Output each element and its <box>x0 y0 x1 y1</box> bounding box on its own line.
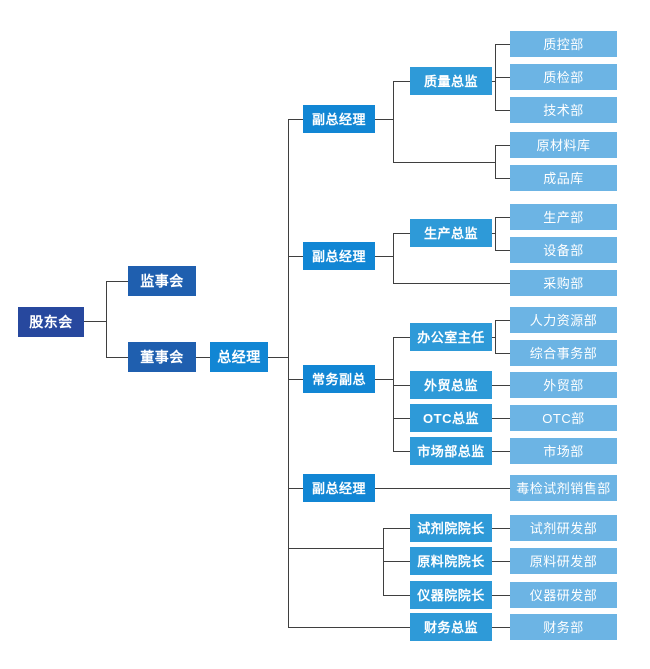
node-equipment-dept[interactable]: 设备部 <box>510 237 617 263</box>
edge-trunk-to-institutes <box>288 548 383 549</box>
node-reagent-rd-dept[interactable]: 试剂研发部 <box>510 515 617 541</box>
node-supervisory-board[interactable]: 监事会 <box>128 266 196 296</box>
node-vp-production[interactable]: 副总经理 <box>303 242 375 270</box>
edge-to-tech-dept <box>495 110 510 111</box>
node-general-manager[interactable]: 总经理 <box>210 342 268 372</box>
node-reagent-institute-dean[interactable]: 试剂院院长 <box>410 514 492 542</box>
edge-trunk-to-vp-toxicology <box>288 488 303 489</box>
node-office-director[interactable]: 办公室主任 <box>410 323 492 351</box>
node-production-dept[interactable]: 生产部 <box>510 204 617 230</box>
edge-to-marketing-director <box>393 451 410 452</box>
edge-to-marketing-dept <box>492 451 510 452</box>
edge-office-director-out <box>492 337 495 338</box>
node-instrument-institute-dean[interactable]: 仪器院院长 <box>410 581 492 609</box>
node-foreign-trade-dept[interactable]: 外贸部 <box>510 372 617 398</box>
edge-vp-quality-to-director <box>393 81 410 82</box>
node-otc-director[interactable]: OTC总监 <box>410 404 492 432</box>
node-quality-director[interactable]: 质量总监 <box>410 67 492 95</box>
node-material-institute-dean[interactable]: 原料院院长 <box>410 547 492 575</box>
edge-executive-vp-out <box>375 379 393 380</box>
node-hr-dept[interactable]: 人力资源部 <box>510 307 617 333</box>
edge-to-foreign-trade-director <box>393 385 410 386</box>
node-executive-vp[interactable]: 常务副总 <box>303 365 375 393</box>
edge-production-director-vertical <box>495 217 496 250</box>
edge-to-instrument-rd-dept <box>492 595 510 596</box>
node-qc-dept[interactable]: 质控部 <box>510 31 617 57</box>
node-qa-dept[interactable]: 质检部 <box>510 64 617 90</box>
edge-to-supervisory-board <box>106 281 128 282</box>
edge-vp-production-vertical <box>393 233 394 283</box>
edge-to-foreign-trade-dept <box>492 385 510 386</box>
node-purchasing-dept[interactable]: 采购部 <box>510 270 617 296</box>
edge-to-general-affairs-dept <box>495 353 510 354</box>
edge-shareholders-vertical <box>106 281 107 357</box>
node-vp-quality[interactable]: 副总经理 <box>303 105 375 133</box>
node-raw-material-warehouse[interactable]: 原材料库 <box>510 132 617 158</box>
edge-to-hr-dept <box>495 320 510 321</box>
edge-to-material-rd-dept <box>492 561 510 562</box>
node-toxicology-sales-dept[interactable]: 毒检试剂销售部 <box>510 475 617 501</box>
edge-to-qc-dept <box>495 44 510 45</box>
node-marketing-director[interactable]: 市场部总监 <box>410 437 492 465</box>
edge-warehouse-vertical <box>495 145 496 178</box>
edge-to-reagent-dean <box>383 528 410 529</box>
edge-vp-quality-vertical <box>393 81 394 162</box>
node-general-affairs-dept[interactable]: 综合事务部 <box>510 340 617 366</box>
edge-trunk-to-executive-vp <box>288 379 303 380</box>
edge-to-equipment-dept <box>495 250 510 251</box>
edge-executive-vp-vertical <box>393 337 394 451</box>
node-instrument-rd-dept[interactable]: 仪器研发部 <box>510 582 617 608</box>
node-foreign-trade-director[interactable]: 外贸总监 <box>410 371 492 399</box>
edge-to-board-of-directors <box>106 357 128 358</box>
edge-to-production-dept <box>495 217 510 218</box>
edge-vp-production-to-director <box>393 233 410 234</box>
node-finished-goods-warehouse[interactable]: 成品库 <box>510 165 617 191</box>
edge-vp-production-out <box>375 256 393 257</box>
edge-to-instrument-dean <box>383 595 410 596</box>
node-production-director[interactable]: 生产总监 <box>410 219 492 247</box>
edge-to-material-dean <box>383 561 410 562</box>
edge-trunk-to-vp-production <box>288 256 303 257</box>
node-board-of-directors[interactable]: 董事会 <box>128 342 196 372</box>
edge-vp-quality-out <box>375 119 393 120</box>
edge-to-otc-dept <box>492 418 510 419</box>
edge-vp-production-to-purchasing <box>393 283 510 284</box>
main-trunk-vertical <box>288 119 289 627</box>
node-tech-dept[interactable]: 技术部 <box>510 97 617 123</box>
edge-trunk-to-finance <box>288 627 410 628</box>
edge-production-director-out <box>492 233 495 234</box>
edge-quality-director-out <box>492 81 495 82</box>
node-finance-dept[interactable]: 财务部 <box>510 614 617 640</box>
edge-to-otc-director <box>393 418 410 419</box>
edge-to-finance-dept <box>492 627 510 628</box>
edge-shareholders-trunk <box>84 321 106 322</box>
node-marketing-dept[interactable]: 市场部 <box>510 438 617 464</box>
edge-gm-to-trunk <box>268 357 288 358</box>
edge-vp-quality-to-warehouses <box>393 162 495 163</box>
edge-to-office-director <box>393 337 410 338</box>
node-vp-toxicology[interactable]: 副总经理 <box>303 474 375 502</box>
edge-trunk-to-vp-quality <box>288 119 303 120</box>
node-finance-director[interactable]: 财务总监 <box>410 613 492 641</box>
edge-to-reagent-rd-dept <box>492 528 510 529</box>
edge-office-director-vertical <box>495 320 496 353</box>
edge-to-raw-material-warehouse <box>495 145 510 146</box>
edge-to-toxicology-sales-dept <box>375 488 510 489</box>
node-material-rd-dept[interactable]: 原料研发部 <box>510 548 617 574</box>
node-otc-dept[interactable]: OTC部 <box>510 405 617 431</box>
node-shareholders[interactable]: 股东会 <box>18 307 84 337</box>
edge-board-to-gm <box>196 357 210 358</box>
edge-to-finished-goods-warehouse <box>495 178 510 179</box>
edge-to-qa-dept <box>495 77 510 78</box>
